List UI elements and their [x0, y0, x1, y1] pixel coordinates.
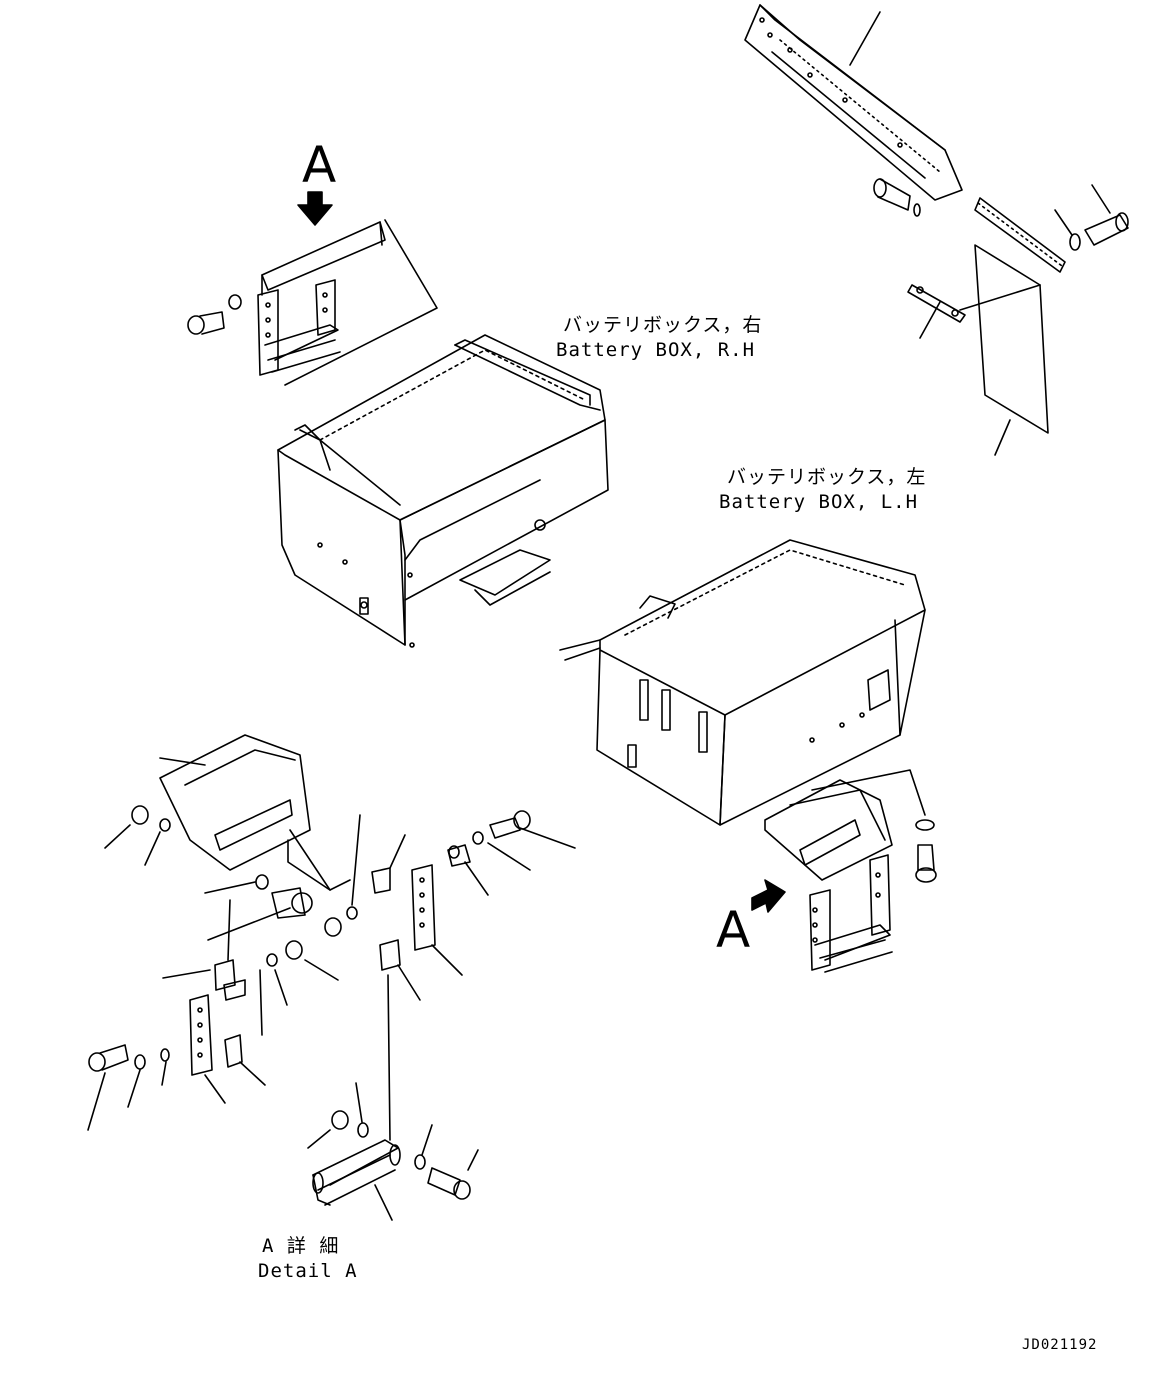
view-a-arrow-right — [751, 879, 786, 913]
view-a-arrow-down — [297, 191, 333, 226]
battery-box-rh-label-jp: バッテリボックス，右 — [563, 314, 763, 336]
battery-box-lh-label-jp: バッテリボックス，左 — [727, 466, 927, 488]
battery-box-lh — [559, 539, 926, 826]
view-a-label-top: A — [302, 136, 337, 194]
bolt-top-left — [873, 178, 921, 217]
flap-plate — [907, 284, 1041, 339]
drawing-code: JD021192 — [1022, 1337, 1098, 1353]
bolt-right-step — [915, 819, 937, 883]
detail-a-label-jp: A 詳 細 — [262, 1235, 340, 1257]
mud-flap — [974, 244, 1049, 456]
view-a-label-right: A — [716, 901, 751, 959]
bolt-top-right — [1054, 184, 1129, 251]
detail-a-exploded — [87, 734, 576, 1221]
step-bracket-assembly — [744, 4, 1066, 273]
battery-box-rh — [277, 334, 609, 648]
bolt-top-left-step — [187, 294, 242, 335]
step-assembly-top — [257, 219, 438, 386]
step-assembly-right — [764, 769, 926, 973]
detail-a-label-en: Detail A — [258, 1260, 358, 1282]
battery-box-lh-label-en: Battery BOX, L.H — [719, 491, 919, 513]
battery-box-rh-label-en: Battery BOX, R.H — [556, 339, 756, 361]
